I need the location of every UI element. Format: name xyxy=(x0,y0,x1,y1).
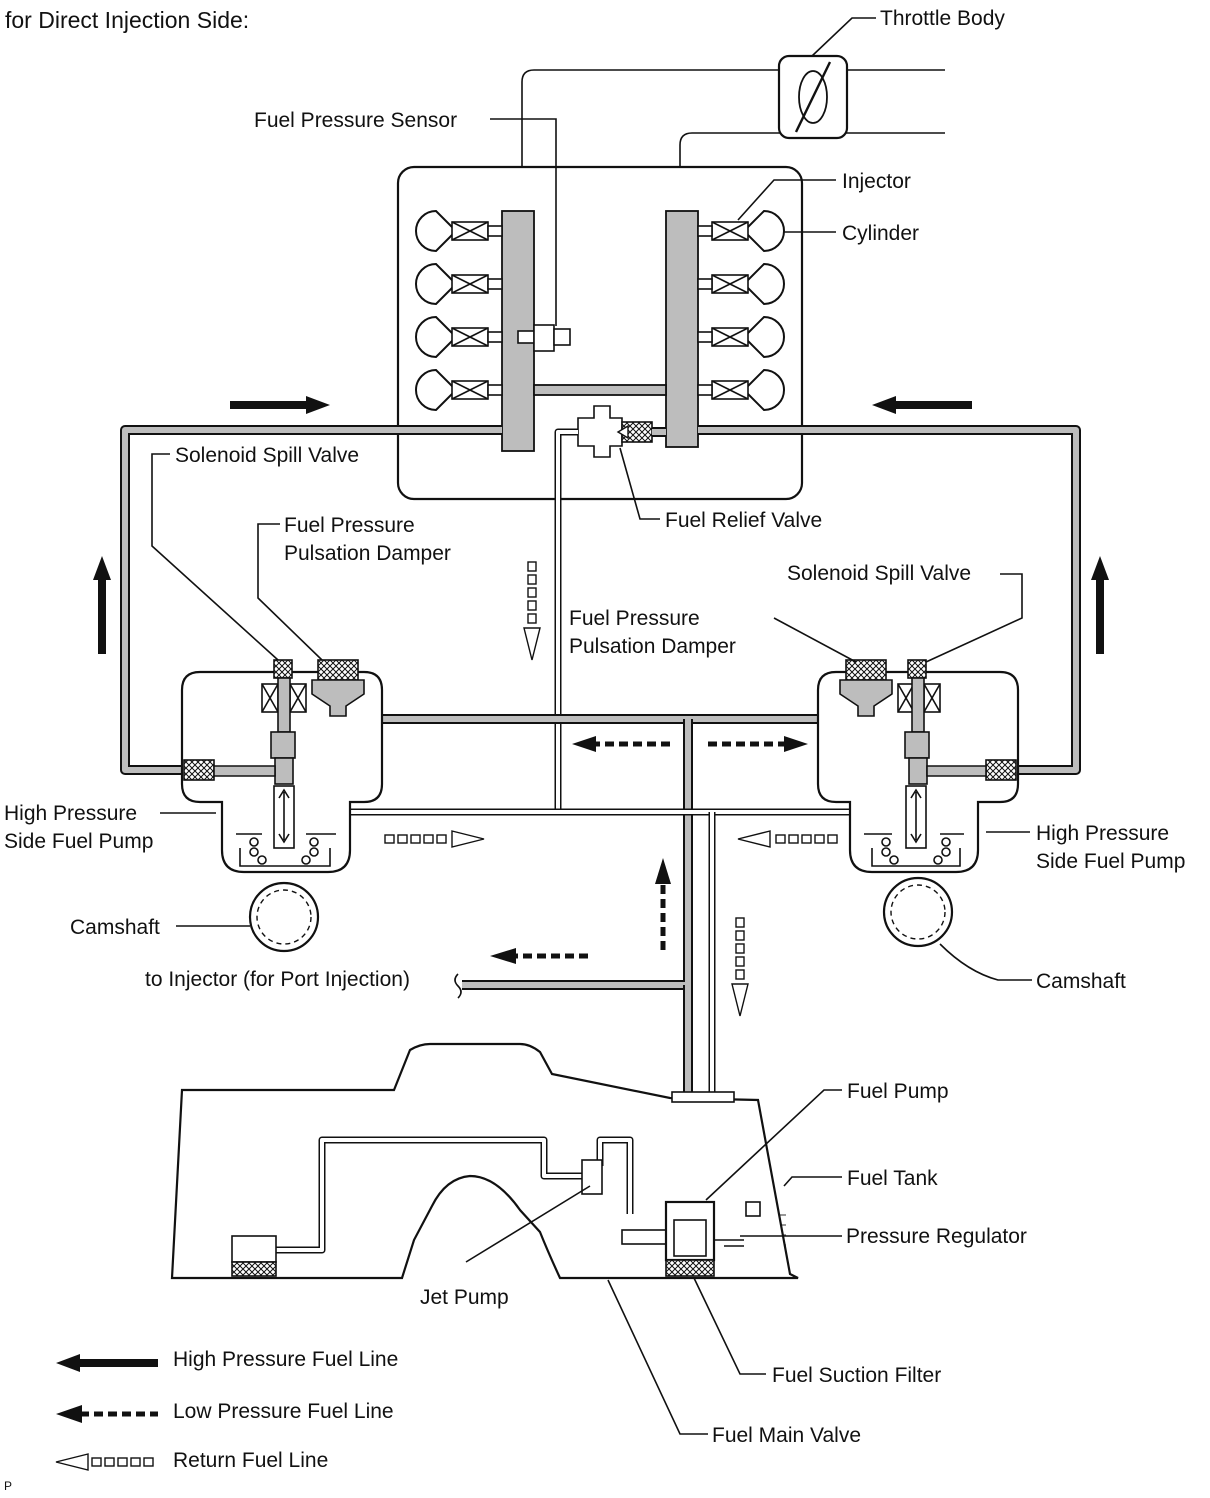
lp-arrow-up xyxy=(655,858,671,950)
engine-block xyxy=(396,165,804,501)
label-fuel-main-valve: Fuel Main Valve xyxy=(712,1424,861,1447)
hp-flow-arrow-top-left xyxy=(230,396,330,414)
leader-lines xyxy=(151,17,1032,1435)
legend-label-low-pressure: Low Pressure Fuel Line xyxy=(173,1400,394,1423)
legend: High Pressure Fuel Line Low Pressure Fue… xyxy=(55,1348,398,1472)
sub-tank-pickup xyxy=(231,1235,277,1263)
label-fuel-tank: Fuel Tank xyxy=(847,1167,938,1190)
camshaft-right xyxy=(882,876,954,948)
label-fuel-pressure-sensor: Fuel Pressure Sensor xyxy=(254,109,457,132)
hp-flow-arrow-top-right xyxy=(872,396,972,414)
label-fuel-pump: Fuel Pump xyxy=(847,1080,949,1103)
hp-flow-arrow-right-up xyxy=(1091,556,1109,654)
label-hp-pump-left-line2: Side Fuel Pump xyxy=(4,830,153,853)
label-fuel-suction-filter: Fuel Suction Filter xyxy=(772,1364,941,1387)
legend-label-high-pressure: High Pressure Fuel Line xyxy=(173,1348,398,1371)
label-pressure-regulator: Pressure Regulator xyxy=(846,1225,1027,1248)
label-hp-pump-right-line1: High Pressure xyxy=(1036,822,1169,845)
rail-cross-pipe xyxy=(533,384,667,396)
label-damper-center-line2: Pulsation Damper xyxy=(569,635,736,658)
label-camshaft-left: Camshaft xyxy=(70,916,160,939)
fuel-rail-right xyxy=(665,210,699,448)
label-damper-left-line1: Fuel Pressure xyxy=(284,514,415,537)
cylinders-right xyxy=(697,209,785,412)
label-injector: Injector xyxy=(842,170,911,193)
corner-mark: P xyxy=(4,1479,12,1493)
lp-pipe-main xyxy=(462,719,693,990)
label-solenoid-spill-valve-left: Solenoid Spill Valve xyxy=(175,444,359,467)
camshaft-left xyxy=(248,881,320,953)
lp-arrow-to-port xyxy=(490,948,588,964)
hp-flow-arrow-left-up xyxy=(93,556,111,654)
label-solenoid-spill-valve-right: Solenoid Spill Valve xyxy=(787,562,971,585)
label-hp-pump-left-line1: High Pressure xyxy=(4,802,137,825)
cylinders-left xyxy=(415,209,503,412)
hp-pump-left xyxy=(180,659,384,874)
label-hp-pump-right-line2: Side Fuel Pump xyxy=(1036,850,1185,873)
label-jet-pump: Jet Pump xyxy=(420,1286,509,1309)
fuel-pressure-sensor xyxy=(517,324,571,352)
label-fuel-relief-valve: Fuel Relief Valve xyxy=(665,509,822,532)
return-arrow-down-center xyxy=(523,561,541,661)
label-damper-center-line1: Fuel Pressure xyxy=(569,607,700,630)
fuel-relief-valve xyxy=(577,405,653,458)
hp-pump-right xyxy=(816,659,1020,874)
label-camshaft-right: Camshaft xyxy=(1036,970,1126,993)
label-damper-left-line2: Pulsation Damper xyxy=(284,542,451,565)
label-throttle-body: Throttle Body xyxy=(880,7,1005,30)
jet-pump xyxy=(581,1159,603,1195)
intake-line-lower xyxy=(679,132,945,167)
diagram-title: for Direct Injection Side: xyxy=(5,7,249,33)
return-arrow-left-right xyxy=(737,830,838,848)
fuel-pump-module xyxy=(621,1200,761,1277)
throttle-body xyxy=(777,54,849,140)
pipe-break-mark xyxy=(454,973,462,999)
fuel-tank xyxy=(170,1042,799,1280)
legend-return xyxy=(55,1453,154,1471)
label-cylinder: Cylinder xyxy=(842,222,919,245)
legend-low-pressure: Low Pressure Fuel Line xyxy=(56,1400,394,1423)
return-arrow-down-tank xyxy=(731,917,749,1017)
legend-label-return: Return Fuel Line xyxy=(173,1449,328,1472)
lp-arrow-right-top xyxy=(708,736,808,752)
intake-line-upper xyxy=(521,69,945,167)
lp-arrow-left-top xyxy=(572,736,670,752)
return-arrow-right-left xyxy=(384,830,485,848)
label-to-port-injector: to Injector (for Port Injection) xyxy=(145,968,410,991)
legend-high-pressure: High Pressure Fuel Line xyxy=(56,1348,398,1372)
